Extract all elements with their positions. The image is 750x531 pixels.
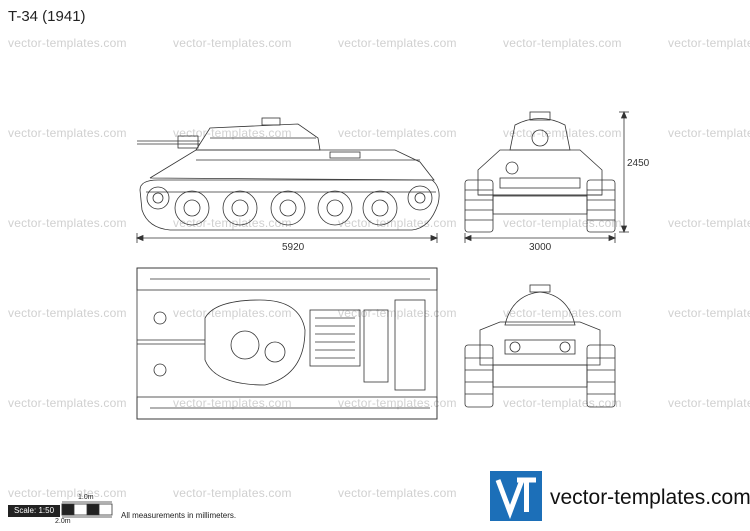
width-label: 3000: [529, 242, 552, 253]
height-label: 2450: [627, 158, 650, 169]
length-label: 5920: [282, 242, 305, 253]
height-dimension: [619, 110, 629, 234]
scale-top-mark: 1.0m: [78, 494, 94, 501]
width-dimension: [463, 233, 617, 243]
scale-bar: [61, 501, 113, 518]
top-view: [136, 267, 438, 420]
front-view: [464, 111, 616, 233]
road-wheels: [146, 185, 433, 226]
scale-bottom-mark: 2.0m: [55, 518, 71, 525]
scale-label: Scale: 1:50: [8, 505, 60, 517]
brand-name: vector-templates.com: [550, 486, 750, 509]
measurement-note: All measurements in millimeters.: [121, 511, 237, 520]
brand-block[interactable]: vector-templates.com: [490, 471, 750, 523]
brand-logo-icon: [490, 471, 542, 521]
length-dimension: [135, 233, 439, 243]
side-view: [137, 117, 440, 231]
rear-view: [464, 284, 616, 408]
page-title: T-34 (1941): [8, 8, 86, 25]
